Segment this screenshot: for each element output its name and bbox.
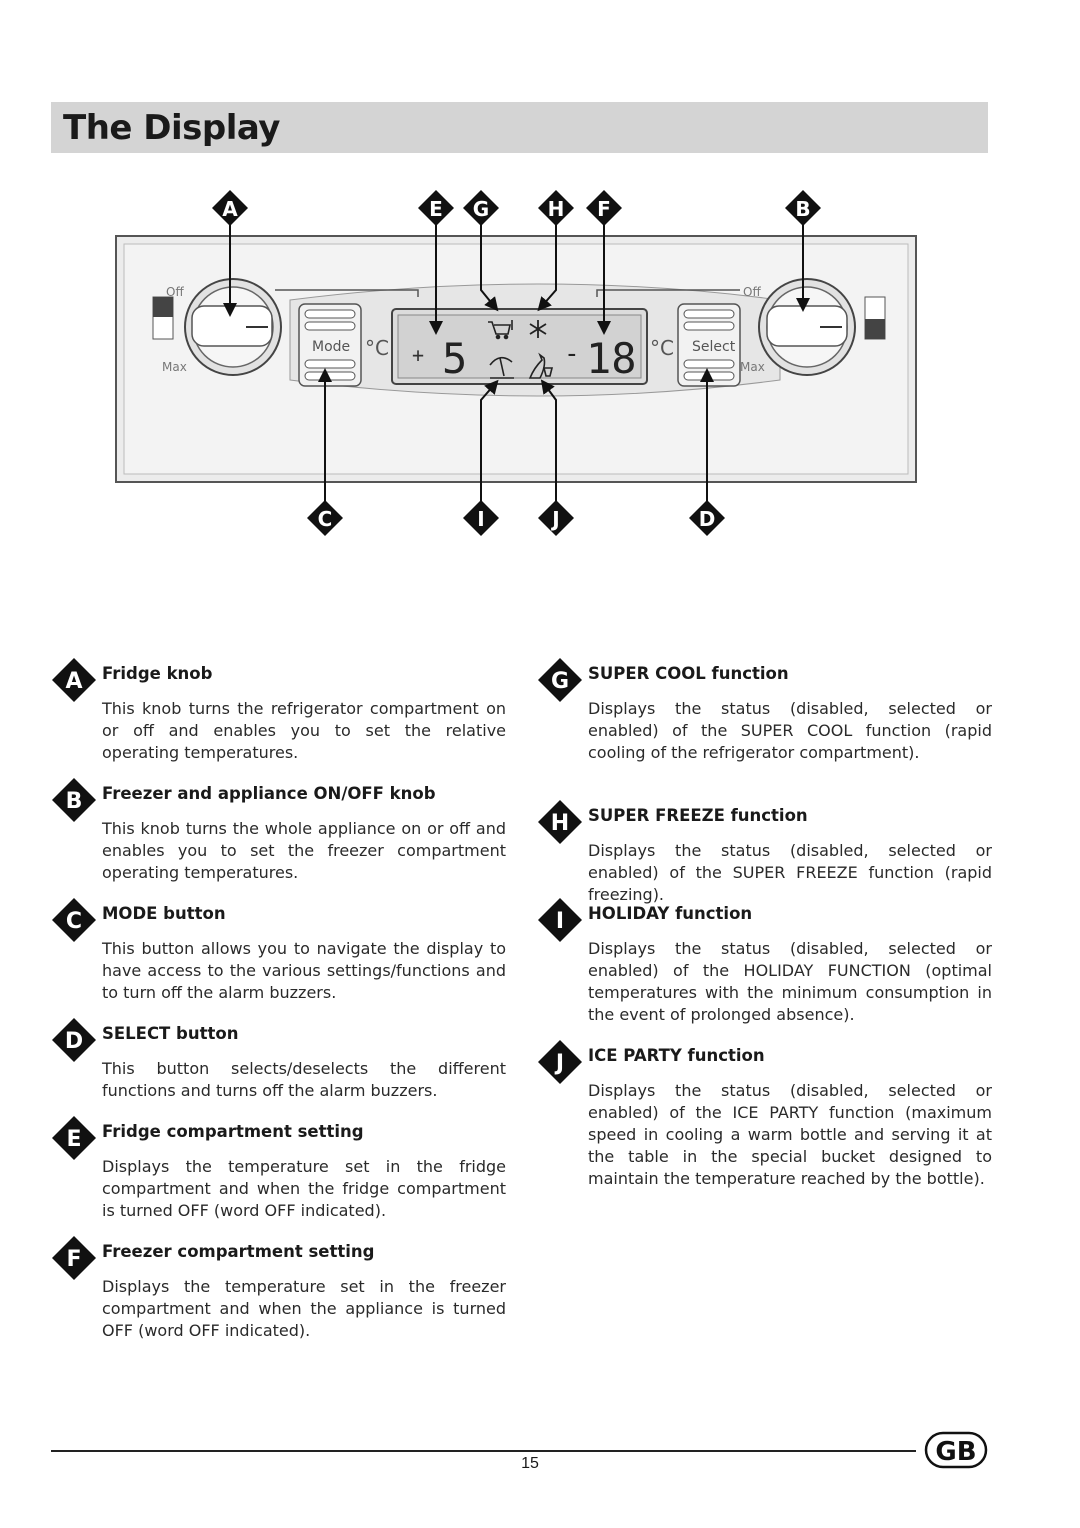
item-ice-party: J ICE PARTY function Displays the status…: [538, 1040, 992, 1190]
svg-text:B: B: [795, 197, 810, 221]
letter-a-badge: A: [52, 658, 96, 702]
item-heading: MODE button: [102, 904, 226, 923]
callout-badge-i: I: [463, 500, 499, 536]
callout-arrows: [223, 220, 810, 505]
svg-text:D: D: [65, 1029, 83, 1054]
callout-badge-d: D: [689, 500, 725, 536]
callout-badge-b: B: [785, 190, 821, 226]
svg-text:A: A: [222, 197, 238, 221]
fridge-off-label: Off: [166, 285, 184, 299]
svg-text:B: B: [66, 789, 83, 814]
svg-text:G: G: [551, 669, 569, 694]
select-button[interactable]: [677, 303, 741, 387]
svg-text:J: J: [554, 1051, 564, 1076]
svg-text:H: H: [551, 811, 569, 836]
item-text: Displays the status (disabled, selected …: [588, 1081, 992, 1188]
callout-badge-c: C: [307, 500, 343, 536]
svg-text:C: C: [66, 909, 82, 934]
title-bar: The Display: [51, 102, 988, 153]
letter-f-badge: F: [52, 1236, 96, 1280]
letter-d-badge: D: [52, 1018, 96, 1062]
freezer-sign: -: [564, 339, 580, 369]
lcd-screen: [391, 308, 648, 385]
svg-text:A: A: [65, 669, 82, 694]
letter-j-badge: J: [538, 1040, 582, 1084]
page-title: The Display: [63, 108, 280, 148]
ice-party-bottle-icon: [528, 352, 554, 379]
fridge-knob[interactable]: [184, 278, 282, 376]
item-holiday: I HOLIDAY function Displays the status (…: [538, 898, 992, 1026]
item-freezer-setting: F Freezer compartment setting Displays t…: [52, 1236, 506, 1342]
mode-label: Mode: [312, 339, 350, 355]
callout-badge-g: G: [463, 190, 499, 226]
svg-text:I: I: [477, 507, 484, 531]
svg-text:I: I: [556, 909, 564, 934]
page-number: 15: [521, 1455, 539, 1472]
item-fridge-setting: E Fridge compartment setting Displays th…: [52, 1116, 506, 1222]
svg-text:H: H: [548, 197, 565, 221]
item-super-freeze: H SUPER FREEZE function Displays the sta…: [538, 800, 992, 906]
letter-e-badge: E: [52, 1116, 96, 1160]
item-heading: SUPER COOL function: [588, 664, 789, 683]
footer-rule: [51, 1450, 916, 1452]
item-freezer-knob: B Freezer and appliance ON/OFF knob This…: [52, 778, 506, 884]
callout-badge-j: J: [538, 500, 574, 536]
fridge-temp: 5: [442, 334, 467, 383]
svg-text:E: E: [66, 1127, 81, 1152]
mode-button[interactable]: [298, 303, 362, 387]
item-fridge-knob: A Fridge knob This knob turns the refrig…: [52, 658, 506, 764]
fridge-max-label: Max: [162, 360, 187, 374]
svg-text:J: J: [550, 507, 559, 531]
callout-badge-a: A: [212, 190, 248, 226]
svg-text:C: C: [318, 507, 333, 531]
item-heading: Fridge knob: [102, 664, 213, 683]
freezer-temp: 18: [586, 334, 637, 383]
letter-g-badge: G: [538, 658, 582, 702]
item-heading: SUPER FREEZE function: [588, 806, 808, 825]
svg-text:F: F: [597, 197, 611, 221]
freezer-off-label: Off: [743, 285, 761, 299]
callout-badge-e: E: [418, 190, 454, 226]
item-heading: Fridge compartment setting: [102, 1122, 364, 1141]
item-text: Displays the temperature set in the free…: [102, 1277, 506, 1340]
item-text: This knob turns the refrigerator compart…: [102, 699, 506, 762]
item-heading: Freezer and appliance ON/OFF knob: [102, 784, 436, 803]
svg-text:F: F: [66, 1247, 81, 1272]
item-text: Displays the status (disabled, selected …: [588, 699, 992, 762]
svg-text:E: E: [429, 197, 443, 221]
item-super-cool: G SUPER COOL function Displays the statu…: [538, 658, 992, 764]
item-heading: HOLIDAY function: [588, 904, 753, 923]
item-text: Displays the temperature set in the frid…: [102, 1157, 506, 1220]
item-heading: SELECT button: [102, 1024, 239, 1043]
super-freeze-snowflake-icon: [529, 320, 547, 338]
item-heading: ICE PARTY function: [588, 1046, 765, 1065]
freezer-knob[interactable]: [758, 278, 856, 376]
item-text: Displays the status (disabled, selected …: [588, 939, 992, 1024]
holiday-umbrella-icon: [489, 356, 514, 379]
select-label: Select: [692, 339, 736, 355]
letter-c-badge: C: [52, 898, 96, 942]
item-heading: Freezer compartment setting: [102, 1242, 375, 1261]
callout-badge-f: F: [586, 190, 622, 226]
fridge-sign: +: [412, 343, 424, 367]
item-text: This knob turns the whole appliance on o…: [102, 819, 506, 882]
display-diagram: Off Max Off Max Mode Select °C °C +: [115, 190, 917, 536]
letter-i-badge: I: [538, 898, 582, 942]
freezer-unit: °C: [650, 336, 674, 360]
item-text: This button allows you to navigate the d…: [102, 939, 506, 1002]
svg-text:GB: GB: [935, 1437, 976, 1467]
svg-text:D: D: [699, 507, 716, 531]
letter-b-badge: B: [52, 778, 96, 822]
letter-h-badge: H: [538, 800, 582, 844]
callout-badge-h: H: [538, 190, 574, 226]
fridge-unit: °C: [365, 336, 389, 360]
item-text: Displays the status (disabled, selected …: [588, 841, 992, 904]
svg-text:G: G: [473, 197, 489, 221]
item-mode-button: C MODE button This button allows you to …: [52, 898, 506, 1004]
gb-country-badge: GB: [924, 1431, 988, 1469]
super-cool-cart-icon: [488, 320, 513, 340]
freezer-max-label: Max: [740, 360, 765, 374]
item-text: This button selects/deselects the differ…: [102, 1059, 506, 1100]
item-select-button: D SELECT button This button selects/dese…: [52, 1018, 506, 1102]
